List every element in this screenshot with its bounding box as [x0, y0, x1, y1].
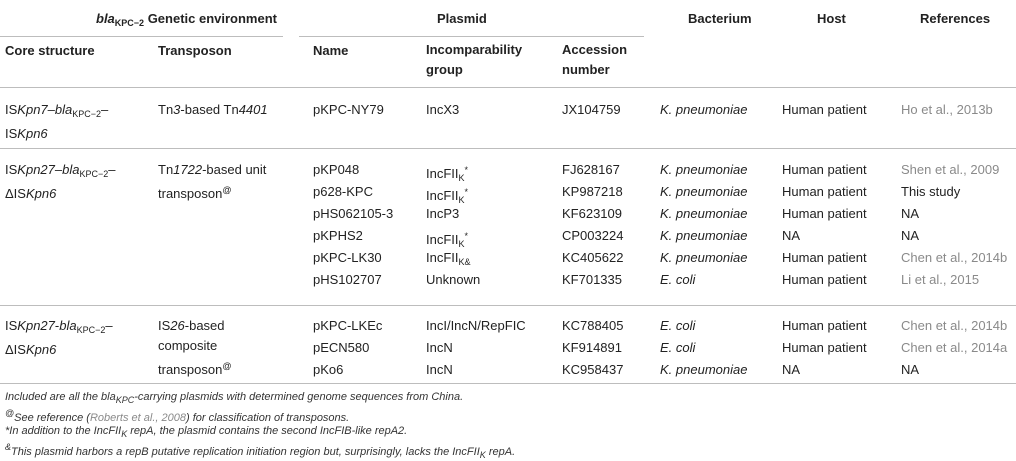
row-reference-link[interactable]: Chen et al., 2014b: [901, 250, 1008, 265]
footnote-reference-link[interactable]: Roberts et al., 2008: [89, 412, 186, 424]
row-host: Human patient: [782, 206, 867, 221]
row-reference-link[interactable]: Shen et al., 2009: [901, 162, 1000, 177]
row-reference-link[interactable]: Li et al., 2015: [901, 272, 980, 287]
row-inc: Unknown: [426, 272, 481, 287]
header-name: Name: [313, 43, 349, 58]
row-name: pKPHS2: [313, 228, 363, 243]
row-host: NA: [782, 228, 801, 243]
row-reference-link[interactable]: Chen et al., 2014a: [901, 340, 1008, 355]
row-bacterium: K. pneumoniae: [660, 206, 748, 221]
footnote-1: Included are all the blaKPC-carrying pla…: [5, 391, 464, 405]
row-inc: IncFIIK&: [426, 250, 471, 267]
footnote-2: @See reference (Roberts et al., 2008) fo…: [5, 408, 350, 424]
row-accession: KC788405: [562, 318, 624, 333]
row-inc: IncI/IncN/RepFIC: [426, 318, 526, 333]
header-references: References: [920, 11, 991, 26]
row-host: Human patient: [782, 318, 867, 333]
row-name: pKPC-NY79: [313, 102, 384, 117]
row-name: pECN580: [313, 340, 370, 355]
row-inc: IncFIIK*: [426, 165, 469, 183]
group3-core: ISKpn27-blaKPC−2–ΔISKpn6: [5, 318, 113, 357]
row-bacterium: E. coli: [660, 340, 696, 355]
row-bacterium: K. pneumoniae: [660, 162, 748, 177]
header-core-structure: Core structure: [5, 43, 95, 58]
row-accession: KC958437: [562, 362, 624, 377]
row-accession: JX104759: [562, 102, 621, 117]
rule-genetic-env: [0, 36, 283, 37]
row-accession: CP003224: [562, 228, 624, 243]
row-name: pHS062105-3: [313, 206, 394, 221]
group1-transposon: Tn3-based Tn4401: [158, 102, 268, 117]
row-inc: IncFIIK*: [426, 231, 469, 249]
rule-header-bottom: [0, 87, 1016, 88]
header-bacterium: Bacterium: [688, 11, 752, 26]
row-bacterium: K. pneumoniae: [660, 250, 748, 265]
row-bacterium: E. coli: [660, 272, 696, 287]
row-host: Human patient: [782, 340, 867, 355]
row-bacterium: K. pneumoniae: [660, 228, 748, 243]
row-bacterium: E. coli: [660, 318, 696, 333]
row-accession: KF623109: [562, 206, 622, 221]
row-inc: IncX3: [426, 102, 460, 117]
row-host: Human patient: [782, 102, 867, 117]
header-transposon: Transposon: [158, 43, 232, 58]
rule-plasmid: [299, 36, 644, 37]
header-plasmid: Plasmid: [437, 11, 487, 26]
row-host: Human patient: [782, 162, 867, 177]
row-name: p628-KPC: [313, 184, 373, 199]
row-bacterium: K. pneumoniae: [660, 362, 748, 377]
row-reference: This study: [901, 184, 961, 199]
row-accession: KC405622: [562, 250, 624, 265]
row-name: pKP048: [313, 162, 360, 177]
row-accession: KP987218: [562, 184, 623, 199]
header-genetic-env: blaKPC−2 Genetic environment: [96, 11, 277, 28]
footnote-4: &This plasmid harbors a repB putative re…: [5, 442, 516, 460]
row-accession: KF701335: [562, 272, 622, 287]
row-inc: IncN: [426, 340, 453, 355]
row-name: pKPC-LK30: [313, 250, 382, 265]
row-name: pKPC-LKEc: [313, 318, 383, 333]
row-name: pHS102707: [313, 272, 382, 287]
row-reference: NA: [901, 362, 920, 377]
row-reference: NA: [901, 206, 920, 221]
row-inc: IncP3: [426, 206, 460, 221]
group1-core: ISKpn7–blaKPC−2–ISKpn6: [5, 102, 109, 141]
rule-group1: [0, 148, 1016, 149]
row-name: pKo6: [313, 362, 344, 377]
row-inc: IncFIIK*: [426, 187, 469, 205]
row-bacterium: K. pneumoniae: [660, 184, 748, 199]
row-inc: IncN: [426, 362, 453, 377]
rule-group2: [0, 305, 1016, 306]
row-reference: NA: [901, 228, 920, 243]
row-host: Human patient: [782, 272, 867, 287]
row-reference-link[interactable]: Ho et al., 2013b: [901, 102, 993, 117]
row-accession: KF914891: [562, 340, 622, 355]
row-host: NA: [782, 362, 801, 377]
group2-core: ISKpn27–blaKPC−2–ΔISKpn6: [5, 162, 116, 201]
header-host: Host: [817, 11, 846, 26]
footnote-3: *In addition to the IncFIIK repA, the pl…: [5, 425, 408, 439]
row-reference-link[interactable]: Chen et al., 2014b: [901, 318, 1008, 333]
row-bacterium: K. pneumoniae: [660, 102, 748, 117]
row-host: Human patient: [782, 250, 867, 265]
rule-table-bottom: [0, 383, 1016, 384]
row-accession: FJ628167: [562, 162, 620, 177]
row-host: Human patient: [782, 184, 867, 199]
